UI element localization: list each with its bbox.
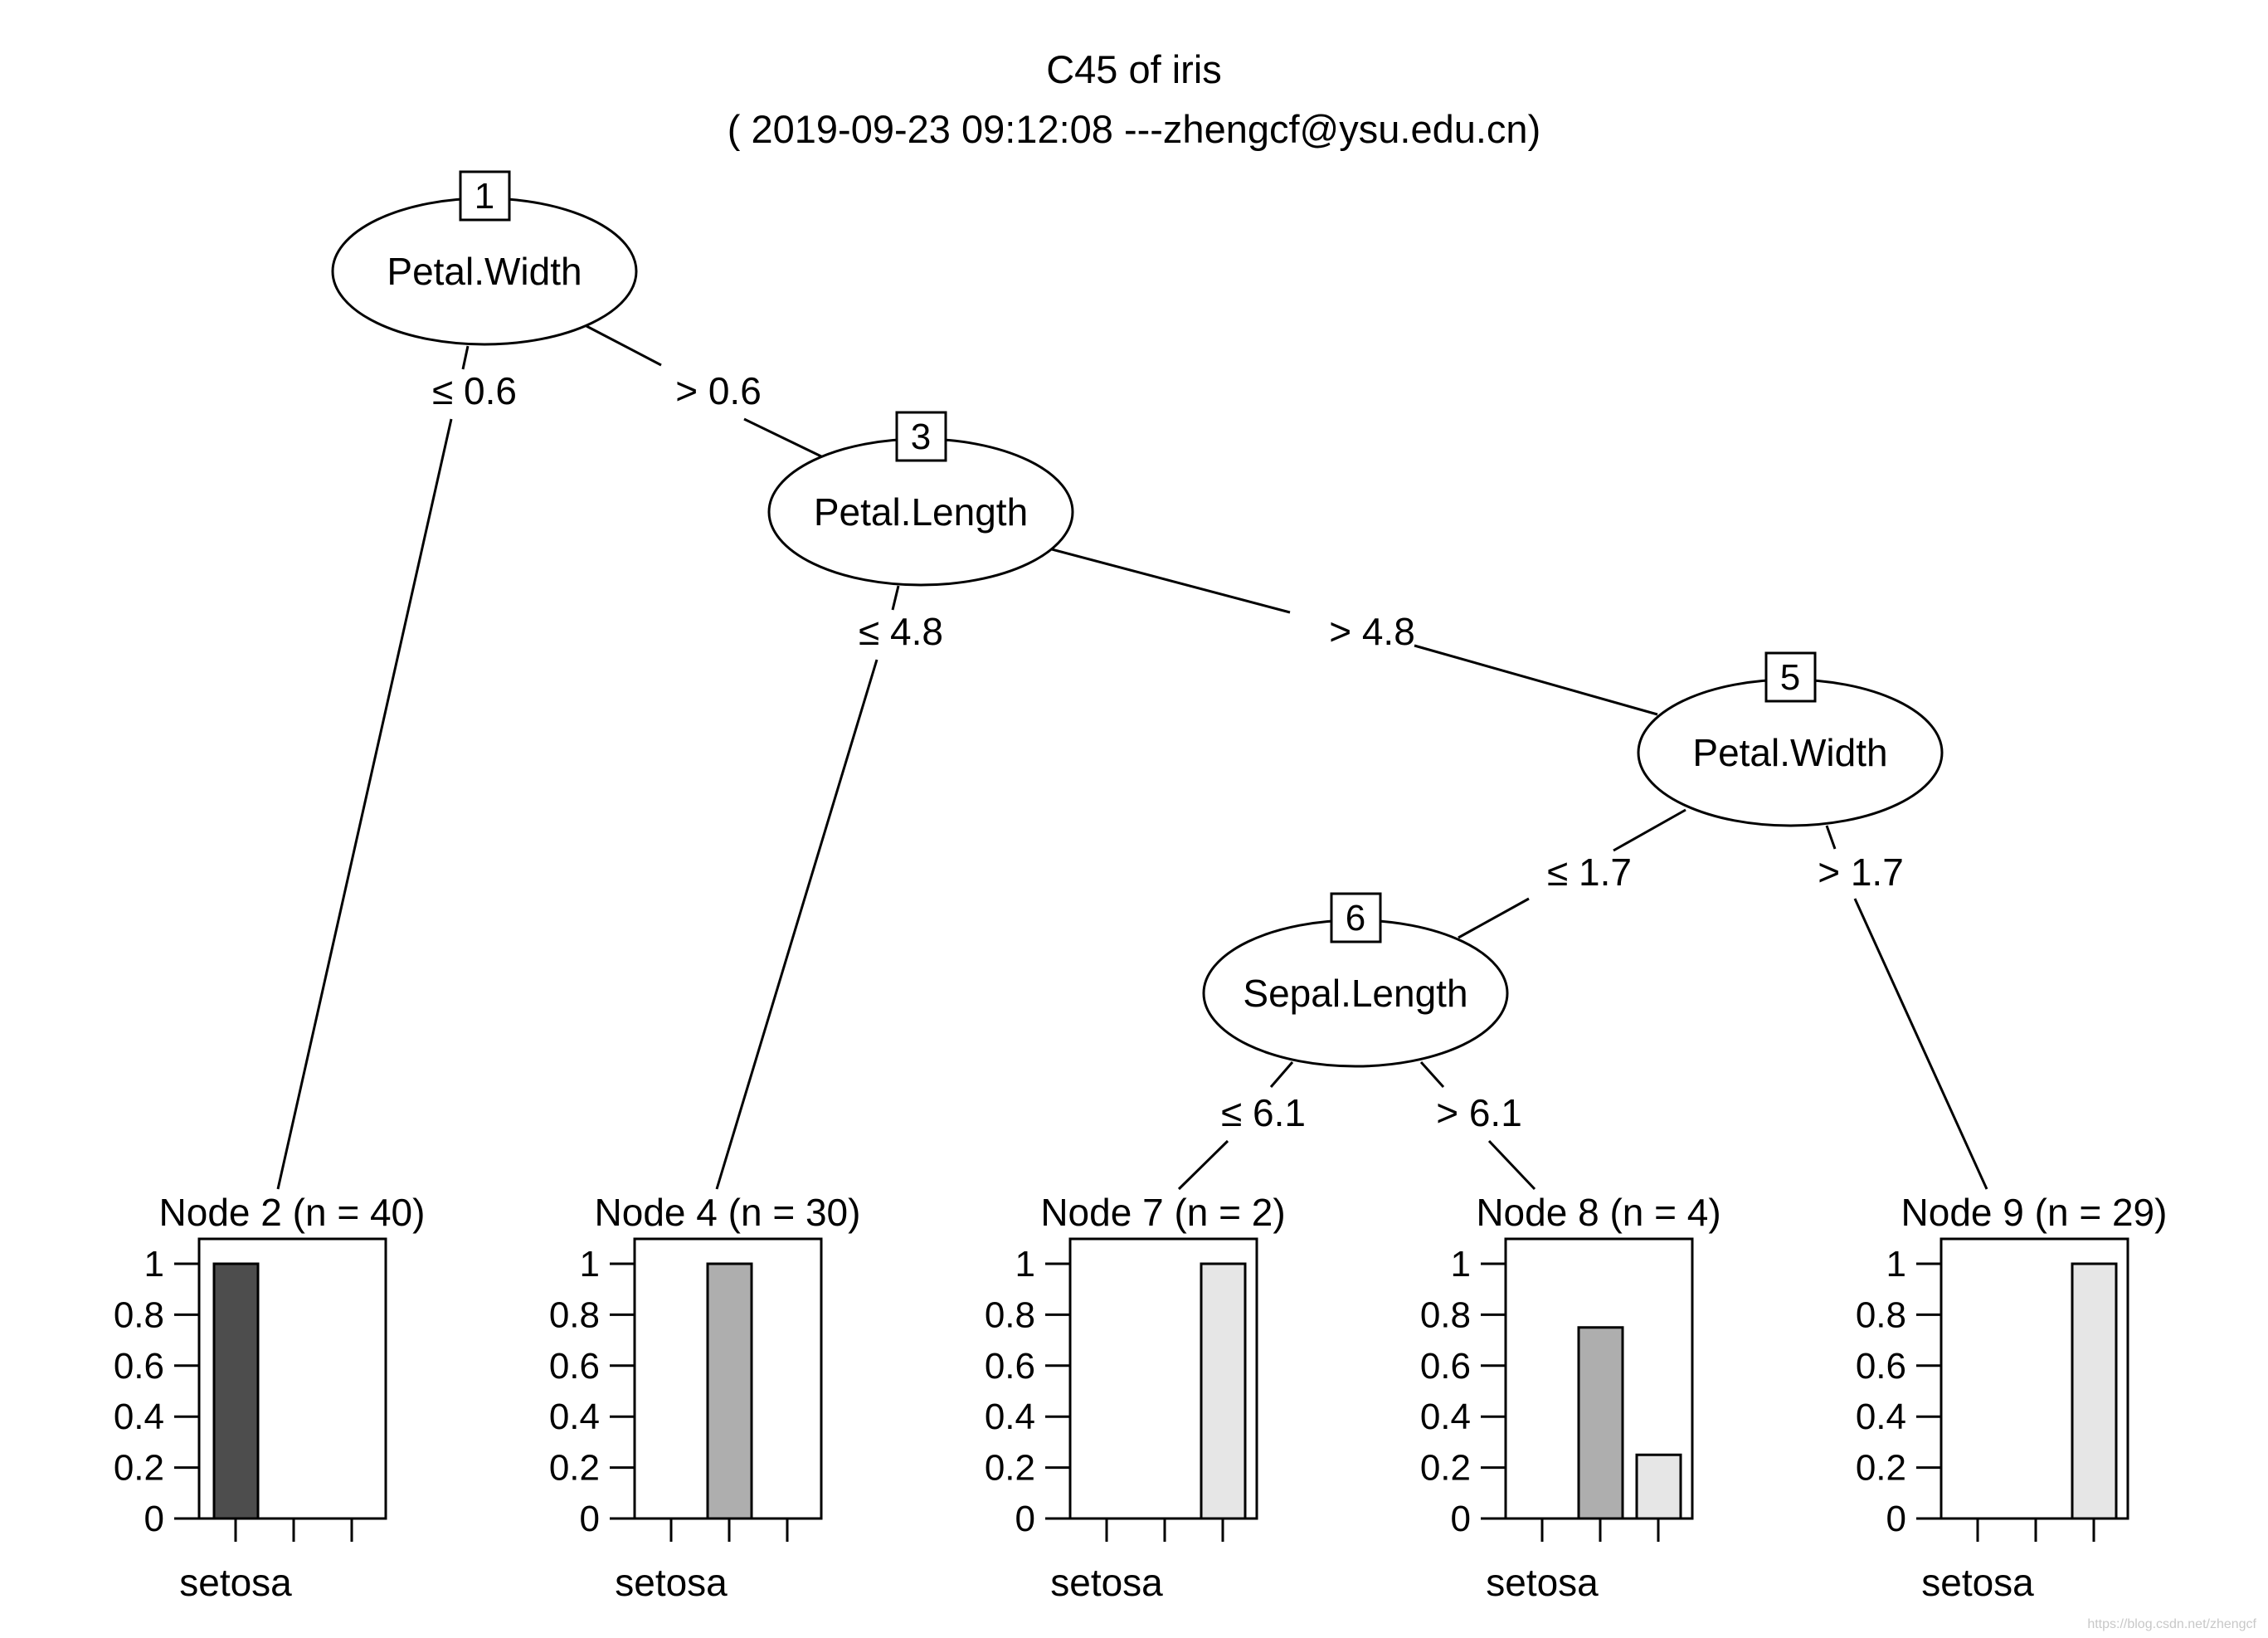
leaf-title: Node 4 (n = 30): [595, 1191, 861, 1234]
y-tick-label: 0.8: [549, 1294, 600, 1335]
edge-line: [891, 585, 900, 611]
leaf-title: Node 2 (n = 40): [159, 1191, 426, 1234]
y-tick-label: 1: [1886, 1244, 1906, 1285]
node-variable: Petal.Width: [387, 250, 582, 293]
y-tick-label: 0.4: [985, 1397, 1035, 1437]
y-tick-label: 0: [1886, 1499, 1906, 1539]
edge-label: > 0.6: [675, 369, 762, 412]
y-tick-label: 0.8: [985, 1294, 1035, 1335]
leaf-panel: Node 7 (n = 2) 0 0.2 0.4 0.6 0.8 1 setosa: [985, 1191, 1286, 1604]
class-bar: [1200, 1262, 1247, 1520]
edge-line: [715, 659, 878, 1190]
y-tick-label: 0.2: [1856, 1448, 1906, 1489]
y-tick-label: 0.8: [1420, 1294, 1471, 1335]
edge-line: [1051, 548, 1291, 614]
edge-line: [1613, 808, 1686, 852]
node-id-box: [459, 170, 511, 222]
y-tick-label: 0.8: [114, 1294, 164, 1335]
node-variable: Petal.Width: [1692, 731, 1887, 774]
leaf-panel: Node 2 (n = 40) 0 0.2 0.4 0.6 0.8 1 setosa: [114, 1191, 426, 1604]
class-label: setosa: [1050, 1561, 1163, 1604]
y-tick-label: 0.2: [114, 1448, 164, 1489]
y-tick-label: 0.6: [985, 1346, 1035, 1387]
class-bar: [1577, 1326, 1624, 1520]
watermark-text: https://blog.csdn.net/zhengcf: [2087, 1617, 2256, 1631]
class-bar: [212, 1262, 260, 1520]
leaf-title: Node 8 (n = 4): [1476, 1191, 1720, 1234]
edge-labels: ≤ 0.6 > 0.6 ≤ 4.8 > 4.8 ≤ 1.7 > 1.7 ≤ 6.…: [432, 369, 1904, 1134]
edge-line: [1177, 1139, 1229, 1191]
edge-label: ≤ 1.7: [1547, 851, 1632, 894]
y-tick-label: 0.8: [1856, 1294, 1906, 1335]
edge-label: ≤ 4.8: [859, 610, 943, 653]
chart-title: C45 of iris: [1046, 47, 1222, 91]
y-tick-label: 1: [1451, 1244, 1471, 1285]
class-bar: [2071, 1262, 2118, 1520]
inner-node-1: Petal.Width 1: [331, 170, 638, 346]
y-tick-label: 0.4: [549, 1397, 600, 1437]
y-tick-label: 0.4: [1856, 1397, 1906, 1437]
y-tick-label: 0: [580, 1499, 600, 1539]
y-tick-label: 0: [144, 1499, 164, 1539]
edge-line: [461, 345, 470, 370]
edge-line: [743, 417, 822, 458]
node-variable: Petal.Length: [814, 490, 1028, 534]
y-tick-label: 0.6: [549, 1346, 600, 1387]
node-id-box: [1764, 651, 1817, 703]
y-tick-label: 1: [580, 1244, 600, 1285]
y-tick-label: 0.6: [114, 1346, 164, 1387]
class-label: setosa: [1486, 1561, 1599, 1604]
y-tick-label: 0.6: [1420, 1346, 1471, 1387]
y-tick-label: 1: [144, 1244, 164, 1285]
y-tick-label: 0.4: [1420, 1397, 1471, 1437]
edge-label: > 4.8: [1329, 610, 1415, 653]
y-tick-label: 0.4: [114, 1397, 164, 1437]
edge-line: [1414, 644, 1658, 716]
y-tick-label: 0.2: [985, 1448, 1035, 1489]
edge-line: [1825, 825, 1837, 850]
class-bar: [706, 1262, 753, 1520]
leaf-panel: Node 9 (n = 29) 0 0.2 0.4 0.6 0.8 1 setosa: [1856, 1191, 2168, 1604]
edge-line: [276, 418, 453, 1190]
edge-label: ≤ 6.1: [1221, 1091, 1306, 1134]
leaf-title: Node 7 (n = 2): [1040, 1191, 1285, 1234]
node-id: 1: [475, 176, 494, 217]
edge-line: [1458, 897, 1530, 939]
y-tick-label: 1: [1015, 1244, 1035, 1285]
node-id: 3: [911, 417, 931, 457]
class-bar: [1635, 1453, 1682, 1520]
edge-label: > 6.1: [1436, 1091, 1522, 1134]
node-variable: Sepal.Length: [1243, 972, 1467, 1015]
edge-line: [586, 324, 662, 367]
edge-line: [1853, 898, 1988, 1190]
leaf-panel: Node 4 (n = 30) 0 0.2 0.4 0.6 0.8 1 setosa: [549, 1191, 861, 1604]
node-id-box: [895, 411, 947, 462]
inner-node-5: Petal.Width 5: [1637, 651, 1944, 827]
class-label: setosa: [179, 1561, 292, 1604]
class-label: setosa: [615, 1561, 728, 1604]
edge-line: [1419, 1060, 1445, 1089]
y-tick-label: 0.2: [1420, 1448, 1471, 1489]
edge-line: [1487, 1139, 1536, 1191]
y-tick-label: 0: [1015, 1499, 1035, 1539]
edges: [276, 324, 1988, 1191]
leaf-panel: Node 8 (n = 4) 0 0.2 0.4 0.6 0.8 1 setosa: [1420, 1191, 1721, 1604]
y-tick-label: 0.2: [549, 1448, 600, 1489]
node-id-box: [1330, 892, 1382, 943]
chart-subtitle: ( 2019-09-23 09:12:08 ---zhengcf@ysu.edu…: [728, 107, 1540, 151]
edge-label: > 1.7: [1818, 851, 1904, 894]
class-label: setosa: [1921, 1561, 2034, 1604]
node-id: 6: [1346, 898, 1365, 938]
edge-line: [1269, 1061, 1294, 1088]
edge-label: ≤ 0.6: [432, 369, 517, 412]
leaf-panels: Node 2 (n = 40)00.20.40.60.81setosaNode …: [114, 1191, 2168, 1604]
node-id: 5: [1780, 657, 1800, 698]
leaf-title: Node 9 (n = 29): [1901, 1191, 2168, 1234]
inner-node-6: Sepal.Length 6: [1202, 892, 1509, 1068]
y-tick-label: 0: [1451, 1499, 1471, 1539]
inner-node-3: Petal.Length 3: [767, 411, 1074, 587]
y-tick-label: 0.6: [1856, 1346, 1906, 1387]
